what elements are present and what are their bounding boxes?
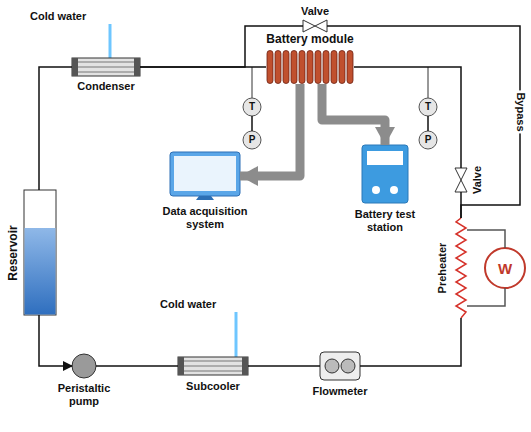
preheater: Preheater [455,218,467,318]
condenser-symbol [72,58,140,76]
note-label: Cold water [30,10,86,23]
computer-icon [170,152,240,200]
pressure-sensor-label: P [243,131,261,149]
signal-arrow [240,84,300,176]
condenser: Condenser [72,58,140,76]
test-station: Battery test station [362,145,408,203]
wattmeter-label: W [485,248,525,288]
reservoir-label: Reservoir [6,225,20,280]
pipe-line [39,67,72,190]
valve-label: Valve [471,166,484,194]
note-label: Cold water [160,298,216,311]
computer: Data acquisition system [170,152,240,200]
temperature-sensor-label: T [419,98,437,116]
reservoir-tank [24,190,56,315]
signal-arrow [322,84,385,145]
temperature-sensor-label: T [243,98,261,116]
subcooler-label: Subcooler [186,380,240,393]
sensor-tap [252,67,253,98]
reservoir: Reservoir [24,190,56,315]
sensor-circle [419,131,437,149]
cold-water-pipe [109,24,112,58]
pipe-line [251,116,253,131]
battery-cells [266,50,354,84]
flowmeter-symbol [320,352,360,380]
valve-symbol [303,20,327,32]
flowmeter: Flowmeter [320,352,360,380]
battery-module: Battery module [266,50,354,84]
pipe-line [39,315,72,366]
pressure-sensor-label: P [419,131,437,149]
temperature-sensor: T [243,98,261,116]
valve: Valve [455,168,467,192]
sensor-tap [428,67,429,98]
edge-label: Bypass [514,90,527,133]
subcooler-symbol [178,357,248,375]
subcooler: Subcooler [178,357,248,375]
battery-module-label: Battery module [266,32,353,46]
cold-water-pipe [235,312,238,357]
heater-coil [456,218,466,318]
test-station-icon [362,145,408,203]
pipe-line [248,365,320,367]
power-wire [467,288,505,306]
sensor-circle [243,131,261,149]
flowmeter-label: Flowmeter [312,385,367,398]
condenser-label: Condenser [77,80,134,93]
test-station-label: Battery test station [340,208,430,234]
pump-symbol [72,354,96,378]
wattmeter: W [485,248,525,288]
pipe-line [427,116,429,131]
sensor-circle [419,98,437,116]
power-wire [467,230,505,248]
computer-label: Data acquisition system [150,205,260,231]
pipe-line [360,318,461,366]
pump-label: Peristaltic pump [49,382,119,408]
wattmeter-circle [485,248,525,288]
pump: Peristaltic pump [72,354,96,378]
sensor-circle [243,98,261,116]
valve-symbol [455,168,467,192]
temperature-sensor: T [419,98,437,116]
pressure-sensor: P [243,131,261,149]
preheater-label: Preheater [436,243,449,294]
pressure-sensor: P [419,131,437,149]
valve: Valve [303,20,327,32]
valve-label: Valve [301,5,329,18]
pipe-line [96,365,178,367]
